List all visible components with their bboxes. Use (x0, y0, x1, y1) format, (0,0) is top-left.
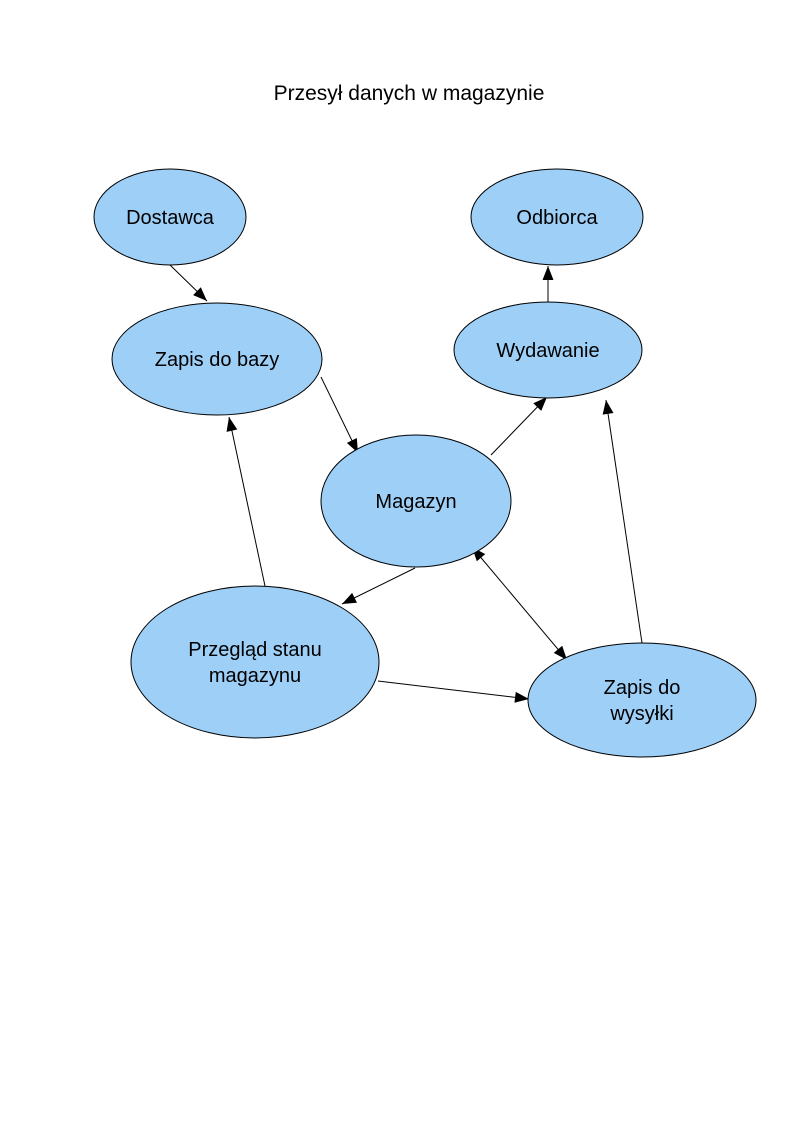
edges-layer (169, 264, 643, 703)
node-magazyn: Magazyn (320, 434, 512, 568)
node-zapis-do-bazy: Zapis do bazy (111, 302, 323, 416)
edge-zapis-do-bazy-to-magazyn (320, 376, 359, 454)
edge-magazyn-to-wydawanie (490, 396, 548, 456)
node-label: Przegląd stanu (188, 639, 321, 661)
node-label: Wydawanie (496, 340, 599, 362)
node-label: Zapis do (604, 677, 681, 699)
arrowhead (342, 592, 357, 604)
arrowhead (514, 691, 529, 703)
arrowhead (226, 417, 238, 432)
edge-zapis-do-wysylki-to-wydawanie (602, 399, 643, 644)
arrowhead (553, 645, 567, 660)
edge-wydawanie-to-odbiorca (542, 266, 554, 302)
node-ellipse (111, 302, 323, 416)
edge-line (228, 416, 266, 587)
arrowhead (602, 400, 614, 415)
node-ellipse (320, 434, 512, 568)
node-ellipse (470, 168, 644, 266)
node-ellipse (130, 585, 380, 739)
node-label: wysyłki (609, 703, 673, 725)
node-zapis-do-wysylki: Zapis do wysyłki (527, 642, 757, 758)
node-dostawca: Dostawca (93, 168, 247, 266)
edge-line (605, 399, 643, 644)
node-label: magazynu (209, 665, 301, 687)
node-ellipse (527, 642, 757, 758)
node-odbiorca: Odbiorca (470, 168, 644, 266)
node-ellipse (93, 168, 247, 266)
arrowhead (542, 266, 554, 280)
node-wydawanie: Wydawanie (453, 301, 643, 399)
arrowhead (346, 438, 358, 453)
edge-line (377, 680, 530, 700)
edge-line (471, 546, 568, 661)
arrowhead (533, 397, 547, 411)
edge-line (320, 376, 359, 454)
edge-dostawca-to-zapis-do-bazy (169, 264, 208, 302)
edge-magazyn-to-zapis-do-wysylki (471, 546, 568, 661)
node-ellipse (453, 301, 643, 399)
page-title: Przesył danych w magazynie (273, 82, 545, 105)
node-label: Dostawca (126, 207, 215, 229)
edge-przeglad-stanu-magazynu-to-zapis-do-wysylki (377, 680, 530, 703)
node-label: Odbiorca (516, 207, 598, 229)
edge-magazyn-to-przeglad-stanu-magazynu (341, 567, 416, 605)
edge-przeglad-stanu-magazynu-to-zapis-do-bazy (226, 416, 266, 587)
node-label: Magazyn (375, 491, 456, 513)
node-label: Zapis do bazy (155, 349, 280, 371)
arrowhead (193, 287, 207, 301)
node-przeglad-stanu-magazynu: Przegląd stanu magazynu (130, 585, 380, 739)
